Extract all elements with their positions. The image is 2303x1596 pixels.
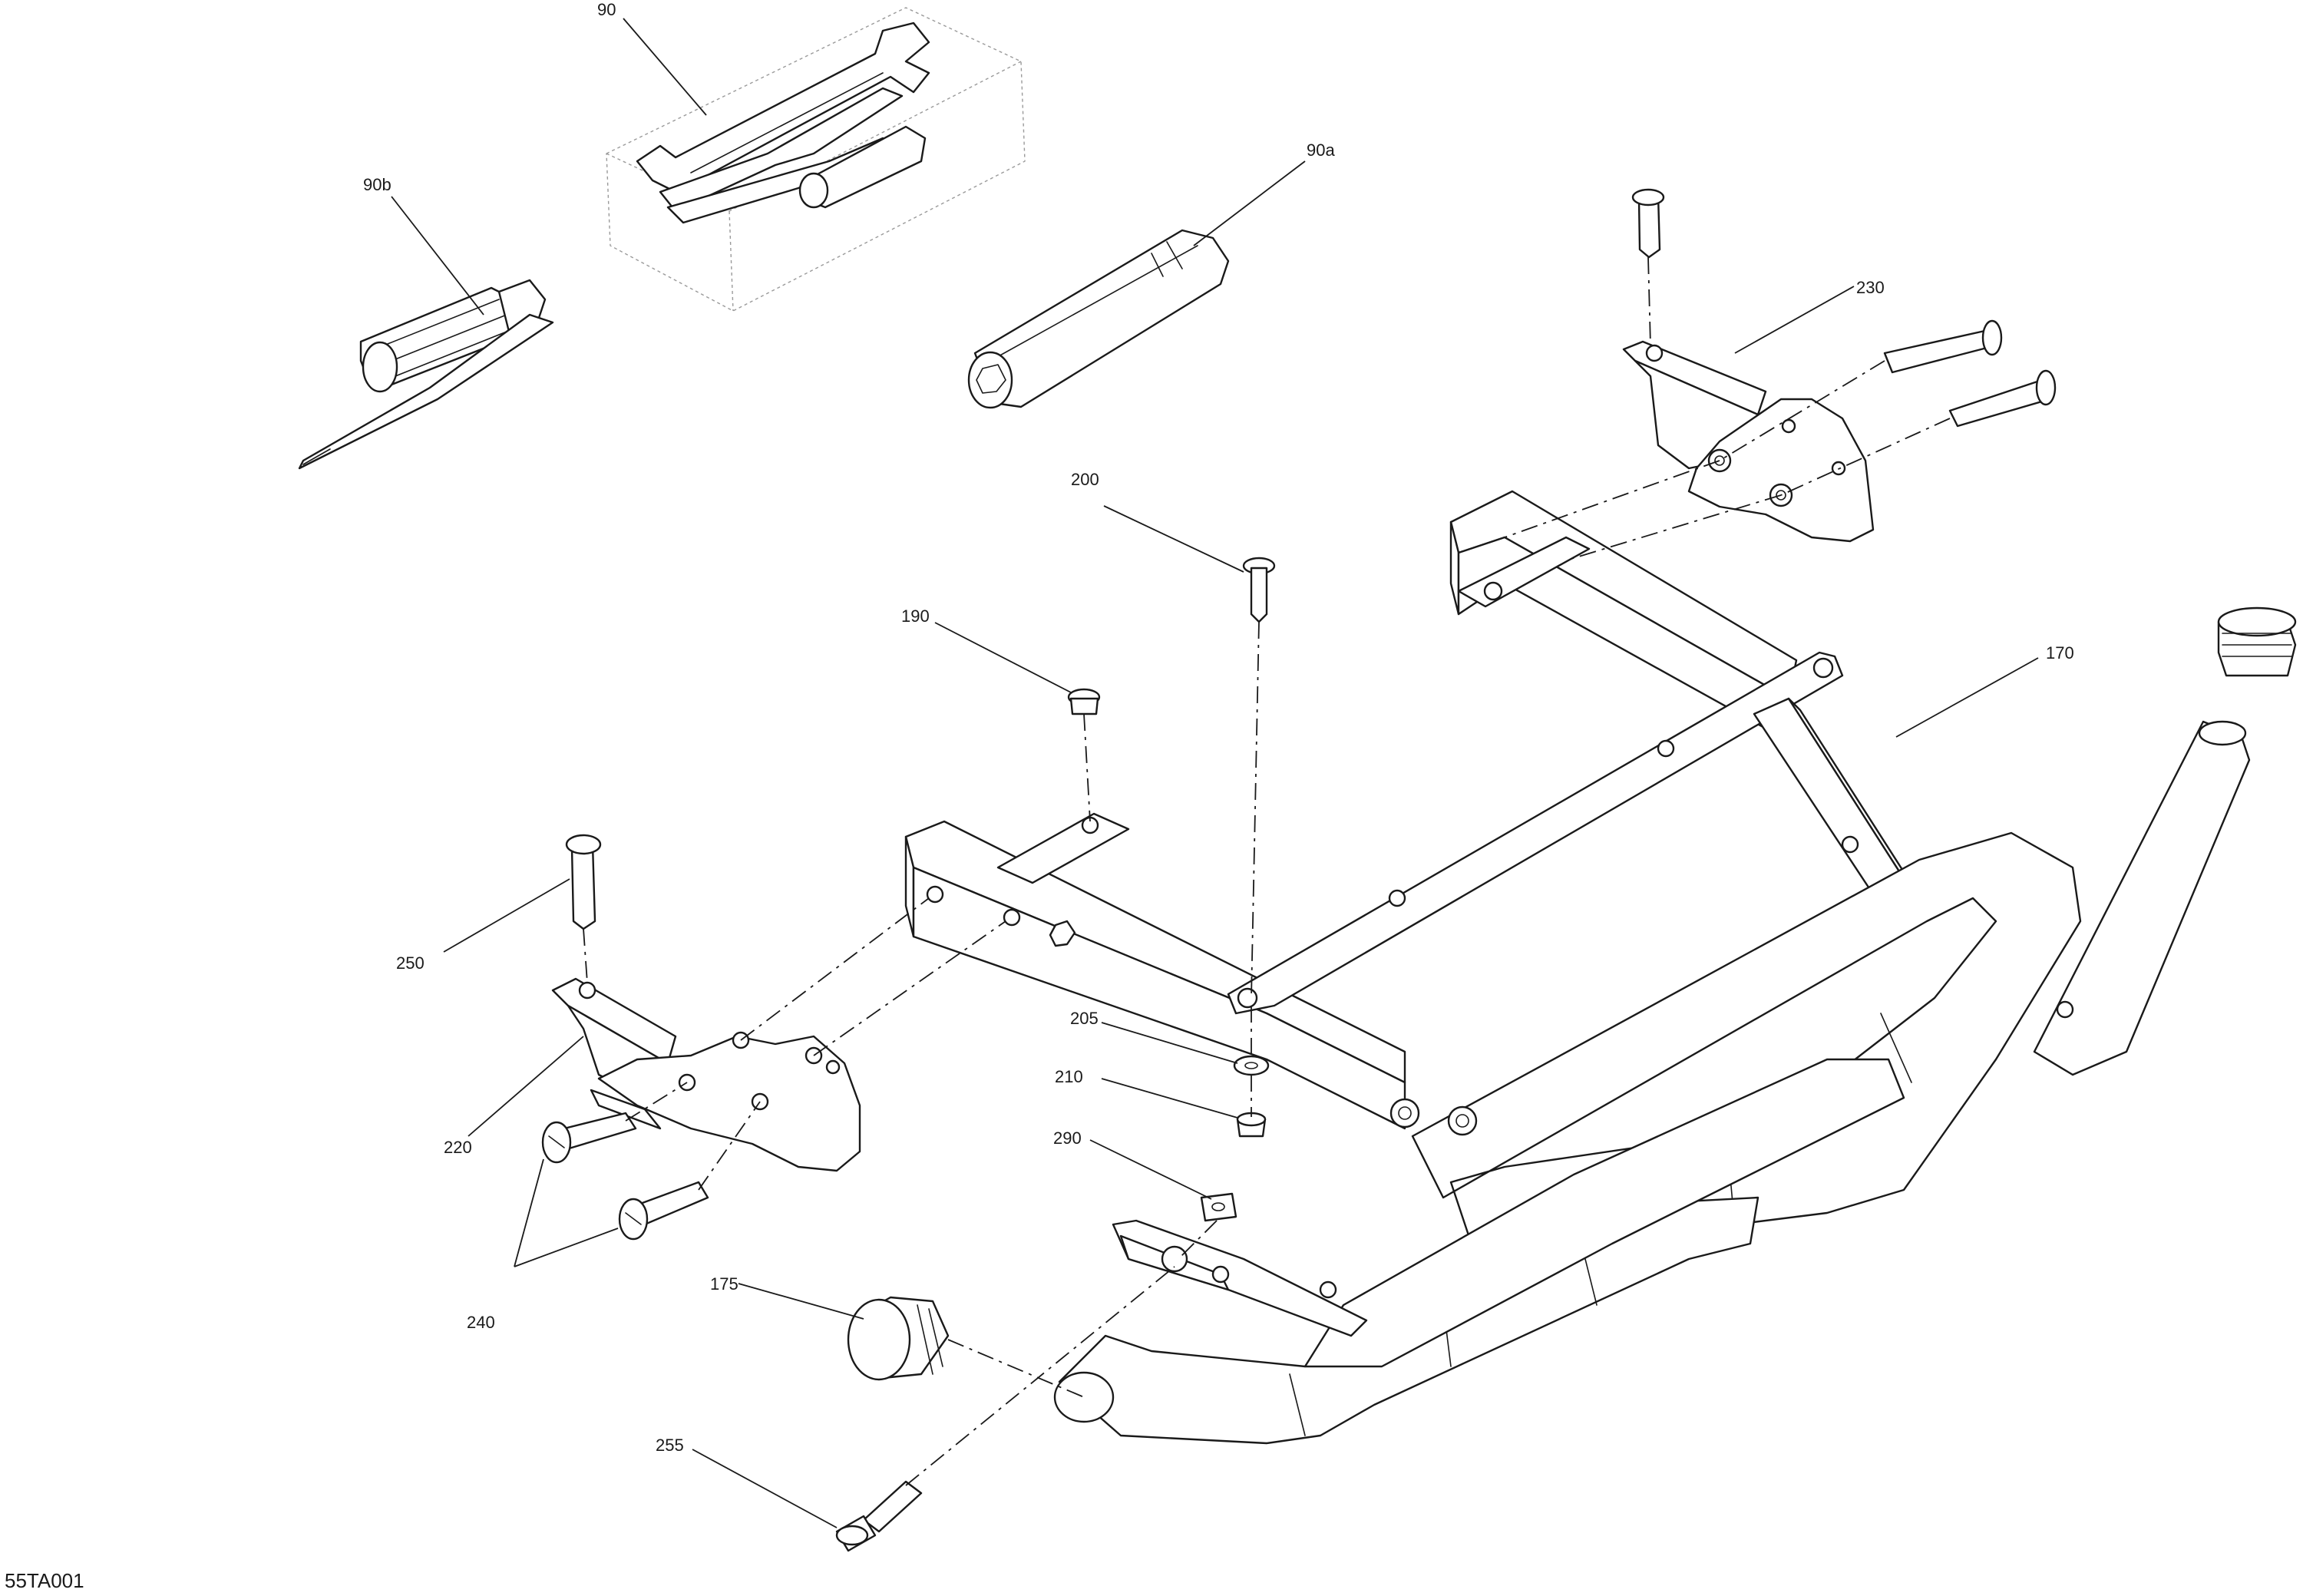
hardware-190 bbox=[1067, 688, 1101, 715]
socket-bar bbox=[967, 229, 1230, 409]
callout-90a: 90a bbox=[1307, 140, 1335, 160]
callout-90: 90 bbox=[597, 0, 616, 19]
leader-lines bbox=[391, 18, 2039, 1528]
tool-kit-bag bbox=[606, 7, 1026, 312]
front-bumper-frame bbox=[904, 490, 2297, 1445]
screwdriver bbox=[298, 279, 554, 470]
assembly-lines bbox=[583, 256, 1951, 1486]
drawing-reference: 55TA001 bbox=[5, 1569, 84, 1592]
callout-190: 190 bbox=[901, 606, 930, 626]
bolt-255 bbox=[835, 1480, 923, 1552]
callout-90b: 90b bbox=[363, 175, 392, 194]
left-hinge-bracket bbox=[541, 834, 861, 1241]
callout-240: 240 bbox=[467, 1313, 495, 1332]
nut-210 bbox=[1236, 1112, 1267, 1138]
washer-205 bbox=[1233, 1055, 1270, 1076]
callout-230: 230 bbox=[1856, 278, 1885, 297]
callout-250: 250 bbox=[396, 953, 425, 973]
callout-255: 255 bbox=[656, 1436, 684, 1455]
callout-175: 175 bbox=[710, 1274, 738, 1294]
nut-290 bbox=[1200, 1192, 1237, 1222]
callout-labels: 90 90a 90b 230 200 190 170 250 205 210 2… bbox=[5, 0, 2074, 1592]
callout-205: 205 bbox=[1070, 1009, 1099, 1028]
callout-290: 290 bbox=[1053, 1128, 1082, 1148]
hardware-200 bbox=[1242, 557, 1276, 623]
end-plug-175 bbox=[847, 1296, 950, 1381]
callout-220: 220 bbox=[444, 1138, 472, 1157]
callout-210: 210 bbox=[1055, 1067, 1083, 1086]
callout-200: 200 bbox=[1071, 470, 1099, 489]
callout-170: 170 bbox=[2046, 643, 2074, 663]
right-hinge-bracket bbox=[1622, 188, 2057, 543]
